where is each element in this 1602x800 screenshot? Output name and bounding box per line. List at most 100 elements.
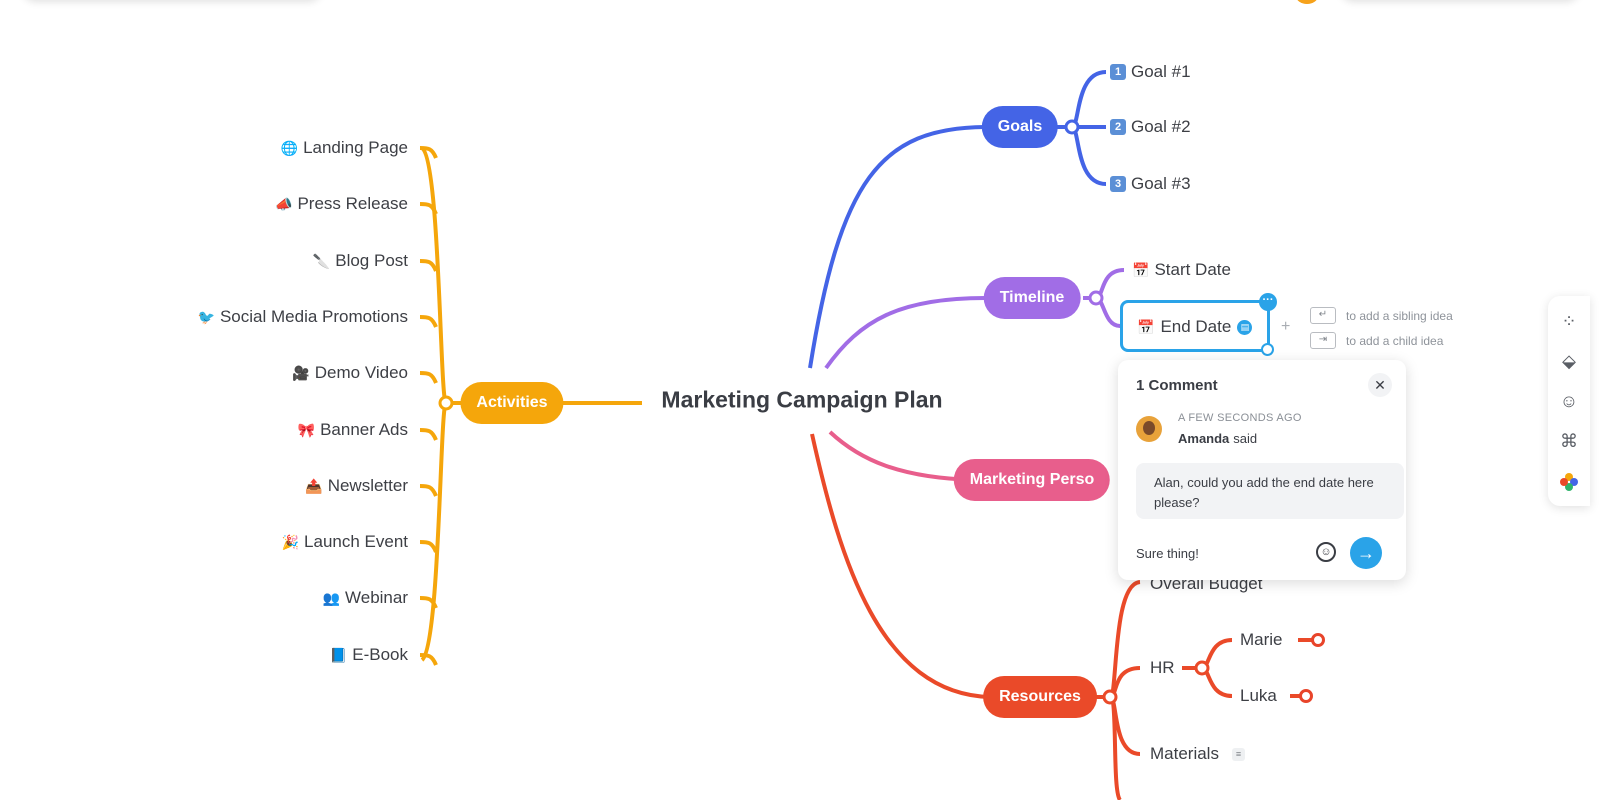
goal-label: Goal #2 <box>1131 117 1191 136</box>
comment-author: Amanda <box>1178 431 1230 446</box>
activity-item[interactable]: 👥 Webinar <box>323 588 408 608</box>
activity-item[interactable]: 📣Press Release <box>275 194 408 214</box>
activity-emoji-icon: 🐦 <box>197 309 215 325</box>
activity-label: Launch Event <box>304 532 408 551</box>
tab-key-icon: ⇥ <box>1310 332 1336 349</box>
activity-label: Blog Post <box>335 251 408 270</box>
resources-collapse-toggle[interactable] <box>1102 689 1118 705</box>
comment-message: Alan, could you add the end date here pl… <box>1136 463 1404 519</box>
goal-item[interactable]: 3 Goal #3 <box>1110 174 1191 194</box>
hint-sibling-text: to add a sibling idea <box>1346 308 1453 323</box>
color-palette-icon[interactable] <box>1558 472 1580 494</box>
apps-icon[interactable]: ⁘ <box>1561 311 1577 331</box>
goal-item[interactable]: 2 Goal #2 <box>1110 117 1191 137</box>
resource-item-materials[interactable]: Materials ≡ <box>1150 744 1245 764</box>
keycap-three-icon: 3 <box>1110 176 1126 192</box>
activity-label: Landing Page <box>303 138 408 157</box>
activity-emoji-icon: 🎥 <box>292 365 310 381</box>
activity-link <box>419 653 438 666</box>
activity-emoji-icon: 📤 <box>305 478 323 494</box>
hr-person[interactable]: Marie <box>1240 630 1283 649</box>
node-marketing-persona[interactable]: Marketing Perso <box>953 459 1111 501</box>
comment-author-line: Amanda said <box>1178 431 1257 446</box>
comment-panel-title: 1 Comment <box>1136 377 1218 394</box>
goal-item[interactable]: 1 Goal #1 <box>1110 62 1191 82</box>
activity-link <box>419 202 438 215</box>
timeline-collapse-toggle[interactable] <box>1088 290 1104 306</box>
timeline-item-end-selected[interactable]: 📅 End Date ▤ ··· <box>1120 293 1277 356</box>
activity-label: Social Media Promotions <box>219 307 408 326</box>
emoji-icon[interactable]: ☺ <box>1559 391 1579 411</box>
activity-item[interactable]: 📘E-Book <box>330 645 408 665</box>
activity-link <box>419 540 438 553</box>
activity-link <box>419 259 438 272</box>
comment-indicator-icon[interactable]: ▤ <box>1237 319 1253 335</box>
send-button[interactable]: → <box>1350 537 1382 569</box>
activity-emoji-icon: 👥 <box>322 590 340 606</box>
hr-person[interactable]: Luka <box>1240 686 1277 705</box>
activity-link <box>419 146 438 159</box>
goal-label: Goal #1 <box>1131 62 1191 81</box>
activity-emoji-icon: 🎀 <box>297 422 316 438</box>
close-icon[interactable]: ✕ <box>1368 373 1392 397</box>
activity-item[interactable]: 📤Newsletter <box>305 476 408 496</box>
node-timeline[interactable]: Timeline <box>983 277 1081 319</box>
activities-collapse-toggle[interactable] <box>438 395 454 411</box>
activity-emoji-icon: 📣 <box>275 196 293 212</box>
goals-collapse-toggle[interactable] <box>1064 119 1080 135</box>
activity-link <box>419 315 438 328</box>
timeline-item-start[interactable]: 📅 Start Date <box>1132 260 1231 280</box>
paint-bucket-icon[interactable]: ⬙ <box>1562 351 1576 371</box>
calendar-icon: 📅 <box>1137 319 1155 335</box>
activity-label: Webinar <box>345 588 408 607</box>
enter-key-icon: ↵ <box>1310 307 1336 324</box>
note-icon[interactable]: ≡ <box>1231 747 1245 761</box>
activity-emoji-icon: 🌐 <box>280 140 299 156</box>
activity-emoji-icon: 🔪 <box>312 253 331 269</box>
activity-item[interactable]: 🔪Blog Post <box>313 251 408 271</box>
hint-child: ⇥ to add a child idea <box>1310 332 1443 349</box>
comment-said: said <box>1233 431 1258 446</box>
activity-label: Press Release <box>297 194 408 213</box>
activity-link <box>419 484 438 497</box>
add-idea-plus-icon[interactable]: + <box>1281 318 1291 335</box>
comment-timestamp: A FEW SECONDS AGO <box>1178 412 1302 424</box>
keycap-one-icon: 1 <box>1110 64 1126 80</box>
activity-label: Newsletter <box>327 476 408 495</box>
activity-link <box>419 428 438 441</box>
assignee-icon[interactable] <box>1299 689 1313 703</box>
right-toolbar: ⁘ ⬙ ☺ ⌘ <box>1548 296 1590 506</box>
mind-map-layout-icon[interactable]: ⌘ <box>1560 431 1578 451</box>
activity-item[interactable]: 🎀Banner Ads <box>298 420 408 440</box>
keycap-two-icon: 2 <box>1110 119 1126 135</box>
activity-emoji-icon: 📘 <box>329 647 348 663</box>
activity-link <box>419 371 438 384</box>
emoji-picker-icon[interactable]: ☺ <box>1316 542 1336 562</box>
activity-item[interactable]: 🐦Social Media Promotions <box>198 307 408 327</box>
activity-label: E-Book <box>352 645 408 664</box>
activity-emoji-icon: 🎉 <box>281 534 300 550</box>
activity-label: Banner Ads <box>320 420 408 439</box>
assignee-icon[interactable] <box>1311 633 1325 647</box>
node-resources[interactable]: Resources <box>983 676 1097 718</box>
avatar <box>1136 416 1162 442</box>
activity-label: Demo Video <box>314 363 408 382</box>
hr-collapse-toggle[interactable] <box>1194 660 1210 676</box>
reply-input[interactable]: Sure thing! <box>1136 546 1199 561</box>
node-goals[interactable]: Goals <box>981 106 1059 148</box>
top-avatar-icon[interactable] <box>1296 0 1318 4</box>
resize-handle[interactable] <box>1261 343 1274 356</box>
node-activities[interactable]: Activities <box>460 382 564 424</box>
more-options-icon[interactable]: ··· <box>1259 293 1277 311</box>
activity-item[interactable]: 🎥Demo Video <box>292 363 408 383</box>
hint-sibling: ↵ to add a sibling idea <box>1310 307 1453 324</box>
activity-item[interactable]: 🌐Landing Page <box>281 138 408 158</box>
central-topic[interactable]: Marketing Campaign Plan <box>661 386 943 413</box>
activity-item[interactable]: 🎉Launch Event <box>282 532 408 552</box>
resource-item-hr[interactable]: HR <box>1150 658 1175 677</box>
goal-label: Goal #3 <box>1131 174 1191 193</box>
activity-link <box>419 596 438 609</box>
comment-panel: 1 Comment ✕ A FEW SECONDS AGO Amanda sai… <box>1118 360 1406 580</box>
hint-child-text: to add a child idea <box>1346 333 1444 348</box>
